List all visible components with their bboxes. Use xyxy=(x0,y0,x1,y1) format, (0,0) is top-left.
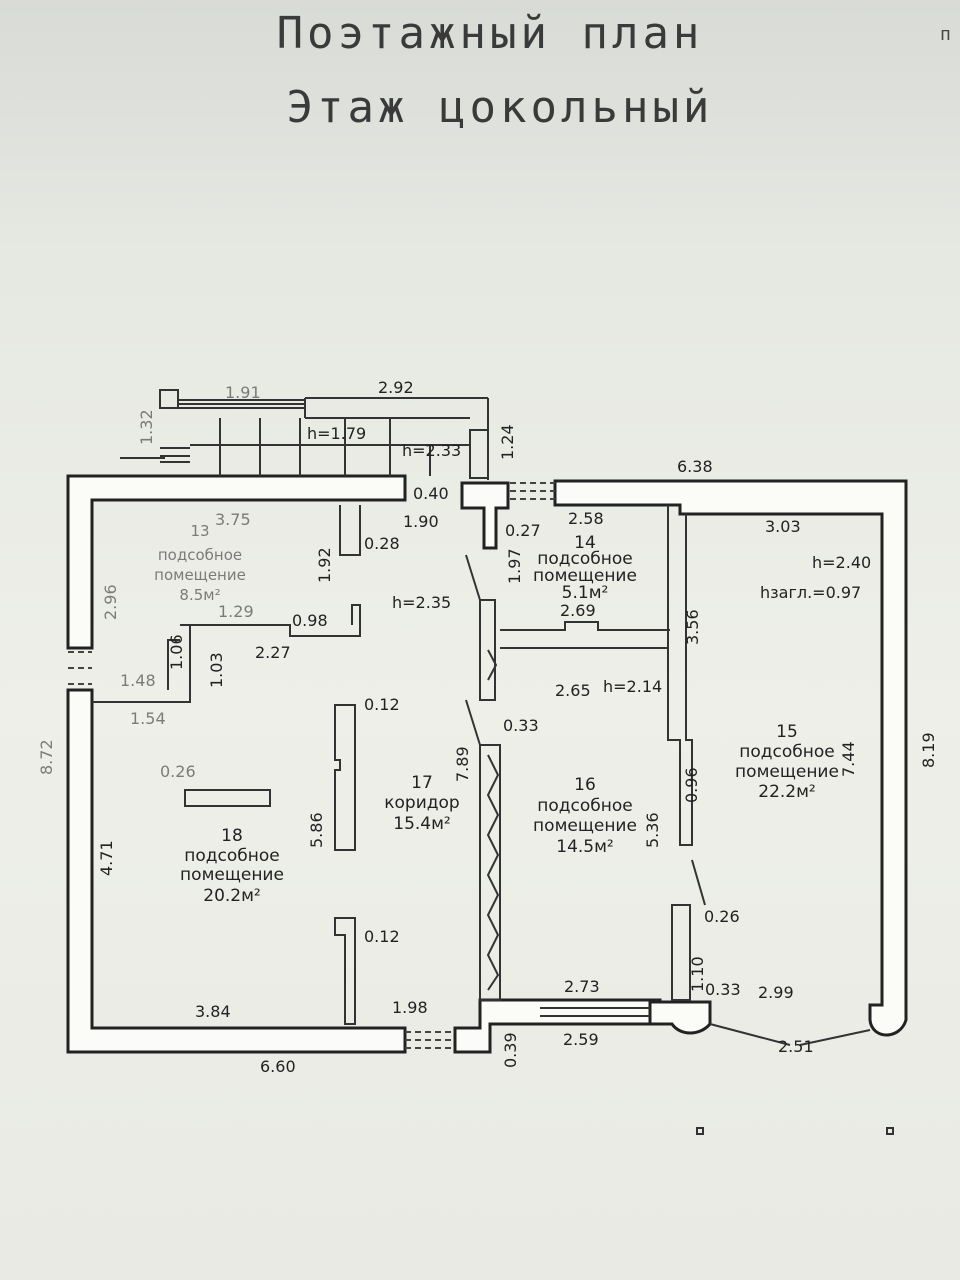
corner-mark: п xyxy=(940,24,951,45)
room-14-name2: помещение xyxy=(533,566,637,586)
dim-4-71: 4.71 xyxy=(97,840,116,876)
dim-1-54: 1.54 xyxy=(130,709,166,728)
dim-0-28: 0.28 xyxy=(364,534,400,553)
room-16-name1: подсобное xyxy=(537,796,632,816)
interior-walls xyxy=(92,505,894,1135)
floor-subtitle: Этаж цокольный xyxy=(286,82,714,133)
room-13-name1: подсобное xyxy=(158,546,242,564)
plan-title: Поэтажный план xyxy=(276,8,704,59)
dim-5-36: 5.36 xyxy=(643,812,662,848)
room-17-area: 15.4м² xyxy=(393,814,451,834)
room-18-name1: подсобное xyxy=(184,846,279,866)
height-240: h=2.40 xyxy=(812,553,871,572)
dim-0-26-a: 0.26 xyxy=(160,762,196,781)
room-15-number: 15 xyxy=(776,722,798,742)
dim-0-12-b: 0.12 xyxy=(364,927,400,946)
dim-1-29: 1.29 xyxy=(218,602,254,621)
height-214: h=2.14 xyxy=(603,677,662,696)
room-14-name1: подсобное xyxy=(537,549,632,569)
dim-3-84: 3.84 xyxy=(195,1002,231,1021)
dim-0-12-a: 0.12 xyxy=(364,695,400,714)
outer-walls xyxy=(66,474,908,1054)
room-14-area: 5.1м² xyxy=(562,583,609,603)
dim-1-32: 1.32 xyxy=(137,409,156,445)
dim-2-73: 2.73 xyxy=(564,977,600,996)
dim-1-90: 1.90 xyxy=(403,512,439,531)
vertical-dimension-labels: 1.32 1.24 1.92 1.97 3.56 2.96 1.06 1.03 … xyxy=(37,409,938,1068)
dim-1-03: 1.03 xyxy=(207,652,226,688)
height-zagl: hзагл.=0.97 xyxy=(760,583,861,602)
height-233: h=2.33 xyxy=(402,441,461,460)
dim-5-86: 5.86 xyxy=(307,812,326,848)
dim-2-65: 2.65 xyxy=(555,681,591,700)
dim-7-44: 7.44 xyxy=(839,741,858,777)
height-179: h=1.79 xyxy=(307,424,366,443)
dim-8-72: 8.72 xyxy=(37,739,56,775)
height-labels: h=1.79 h=2.33 h=2.35 h=2.14 h=2.40 hзагл… xyxy=(307,424,871,696)
dim-1-97: 1.97 xyxy=(505,548,524,584)
dim-1-24: 1.24 xyxy=(498,424,517,460)
dim-0-40: 0.40 xyxy=(413,484,449,503)
room-16-number: 16 xyxy=(574,775,596,795)
dim-3-75: 3.75 xyxy=(215,510,251,529)
room-18-label: 18 подсобное помещение 20.2м² xyxy=(180,826,284,906)
room-18-name2: помещение xyxy=(180,865,284,885)
room-16-name2: помещение xyxy=(533,816,637,836)
room-18-number: 18 xyxy=(221,826,243,846)
dim-1-98: 1.98 xyxy=(392,998,428,1017)
dim-1-48: 1.48 xyxy=(120,671,156,690)
dim-1-10: 1.10 xyxy=(688,956,707,992)
room-15-name2: помещение xyxy=(735,762,839,782)
dimension-labels: 1.91 2.92 6.38 0.40 3.75 1.90 0.27 2.58 … xyxy=(120,378,814,1076)
room-18-area: 20.2м² xyxy=(203,886,261,906)
dim-2-69: 2.69 xyxy=(560,601,596,620)
dim-3-03: 3.03 xyxy=(765,517,801,536)
openings xyxy=(68,482,555,1049)
dim-0-96: 0.96 xyxy=(682,767,701,803)
dim-2-99: 2.99 xyxy=(758,983,794,1002)
dim-2-96: 2.96 xyxy=(101,584,120,620)
room-16-area: 14.5м² xyxy=(556,837,614,857)
room-13-number: 13 xyxy=(190,522,209,540)
dim-2-58: 2.58 xyxy=(568,509,604,528)
room-16-label: 16 подсобное помещение 14.5м² xyxy=(533,775,637,857)
dim-0-27: 0.27 xyxy=(505,521,541,540)
room-13-area: 8.5м² xyxy=(179,586,220,604)
dim-0-33-b: 0.33 xyxy=(705,980,741,999)
room-15-name1: подсобное xyxy=(739,742,834,762)
dim-8-19: 8.19 xyxy=(919,732,938,768)
stairs xyxy=(120,389,489,480)
room-17-name1: коридор xyxy=(384,793,459,813)
dim-1-06: 1.06 xyxy=(167,634,186,670)
dim-0-39: 0.39 xyxy=(501,1032,520,1068)
dim-1-91: 1.91 xyxy=(225,383,261,402)
dim-2-27: 2.27 xyxy=(255,643,291,662)
dim-2-92: 2.92 xyxy=(378,378,414,397)
dim-0-98: 0.98 xyxy=(292,611,328,630)
dim-2-59: 2.59 xyxy=(563,1030,599,1049)
room-13-label: 13 подсобное помещение 8.5м² xyxy=(154,522,246,604)
dim-0-33-a: 0.33 xyxy=(503,716,539,735)
dim-2-51: 2.51 xyxy=(778,1037,814,1056)
room-15-label: 15 подсобное помещение 22.2м² xyxy=(735,722,839,802)
room-17-label: 17 коридор 15.4м² xyxy=(384,773,459,834)
room-14-number: 14 xyxy=(574,533,596,553)
height-235: h=2.35 xyxy=(392,593,451,612)
dim-6-38: 6.38 xyxy=(677,457,713,476)
room-13-name2: помещение xyxy=(154,566,246,584)
room-17-number: 17 xyxy=(411,773,433,793)
dim-0-26-b: 0.26 xyxy=(704,907,740,926)
dim-6-60: 6.60 xyxy=(260,1057,296,1076)
room-14-label: 14 подсобное помещение 5.1м² xyxy=(533,533,637,603)
dim-1-92: 1.92 xyxy=(315,547,334,583)
dim-7-89: 7.89 xyxy=(453,746,472,782)
dim-3-56: 3.56 xyxy=(683,609,702,645)
room-15-area: 22.2м² xyxy=(758,782,816,802)
